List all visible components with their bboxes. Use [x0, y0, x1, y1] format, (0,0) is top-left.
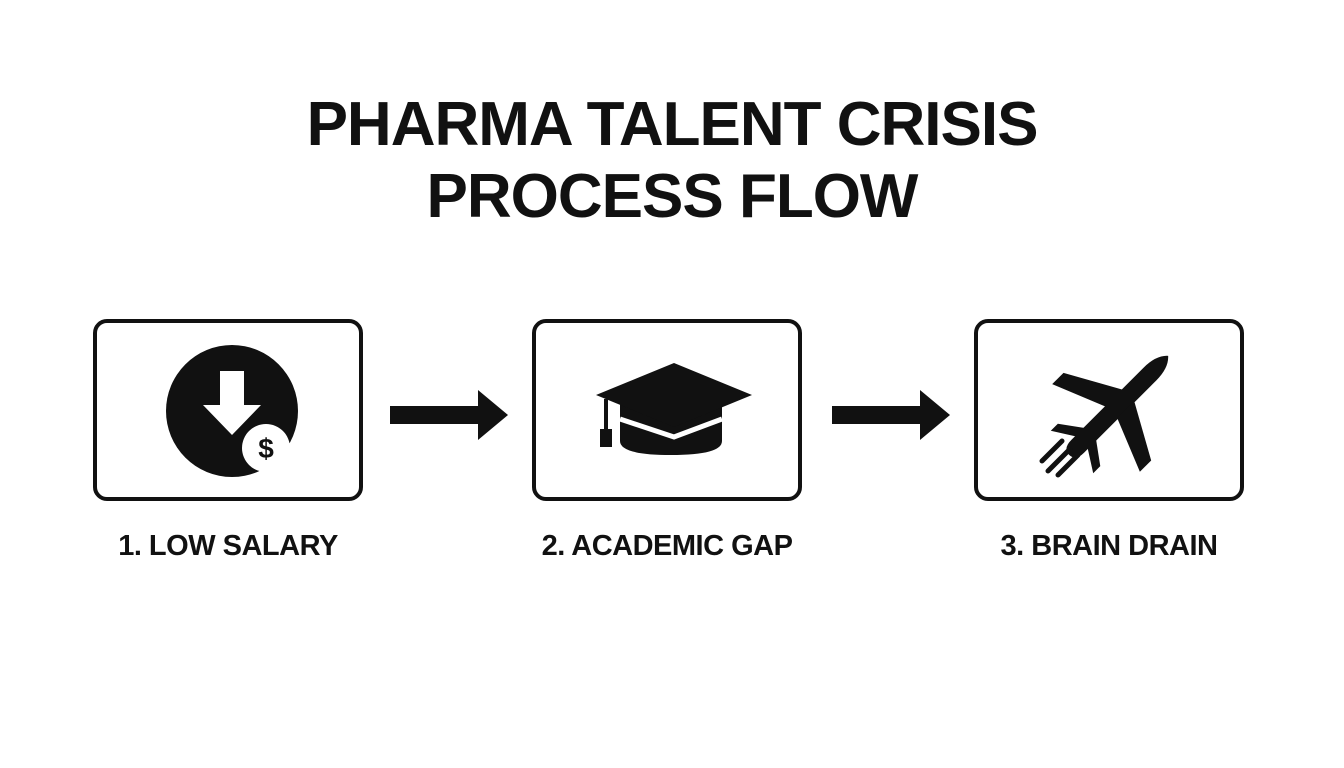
step-label-low-salary: 1. LOW SALARY [118, 530, 338, 562]
step-box-low-salary: $ [93, 319, 363, 501]
step-label-academic-gap: 2. ACADEMIC GAP [541, 530, 793, 562]
dollar-sign-icon: $ [258, 433, 274, 464]
diagram-title-line-1: PHARMA TALENT CRISIS [306, 90, 1039, 159]
arrow-right-icon [390, 390, 508, 440]
step-box-brain-drain [974, 319, 1244, 501]
diagram-title-line-2: PROCESS FLOW [426, 162, 919, 231]
airplane-icon [1039, 355, 1169, 478]
step-label-brain-drain: 3. BRAIN DRAIN [1000, 530, 1218, 562]
salary-down-icon: $ [166, 345, 298, 477]
arrow-right-icon [832, 390, 950, 440]
step-box-academic-gap [532, 319, 802, 501]
graduation-cap-icon [596, 363, 752, 455]
